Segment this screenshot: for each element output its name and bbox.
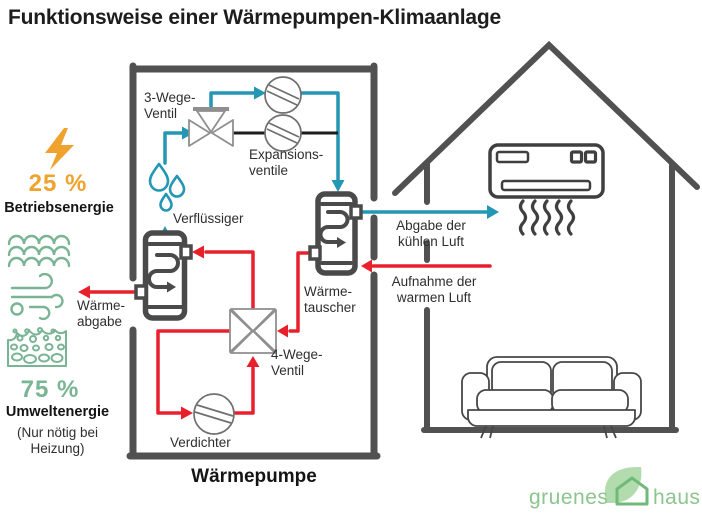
droplets-icon: [148, 162, 186, 212]
house-logo-icon: [615, 476, 649, 506]
cool-air-label: Abgabe der kühlen Luft: [396, 218, 466, 250]
wind-icon: [10, 272, 64, 321]
heat-pump-box: [126, 62, 381, 460]
coil-icon: [318, 210, 350, 244]
expansion-valves-symbol: [264, 76, 302, 152]
environment-energy-label: Umweltenergie: [5, 404, 110, 420]
lightning-icon: [45, 128, 74, 170]
ac-unit-icon: [488, 143, 605, 199]
heat-exchanger-label: Wärme- tauscher: [304, 284, 356, 316]
four-way-valve-label: 4-Wege- Ventil: [271, 347, 323, 379]
condenser-label: Verflüssiger: [173, 211, 244, 226]
waves-icon: [7, 234, 71, 268]
tank-notch: [134, 284, 148, 300]
page-title: Funktionsweise einer Wärmepumpen-Klimaan…: [8, 6, 501, 29]
operating-energy-percent: 25 %: [28, 170, 88, 197]
expansion-valves-label: Expansions- ventile: [249, 147, 324, 179]
heat-pump-title: Wärmepumpe: [191, 466, 317, 487]
soil-icon: [7, 327, 67, 367]
tank-notch: [308, 245, 322, 261]
environment-energy-note-line2: Heizung): [30, 441, 85, 457]
cold-circuit-pipes: [163, 91, 489, 252]
warm-circuit-pipes: [88, 250, 492, 415]
warm-circuit-arrowheads: [78, 245, 372, 420]
coil-icon: [147, 253, 180, 289]
tank-notch: [349, 204, 363, 220]
three-way-valve-label: 3-Wege- Ventil: [144, 90, 196, 122]
house-outline: [392, 40, 700, 433]
tank-notch: [179, 244, 193, 260]
logo-text-gruenes: gruenes: [529, 486, 609, 509]
heat-exchanger-tank: [308, 191, 363, 276]
environment-energy-percent: 75 %: [20, 376, 80, 403]
environment-energy-note-line1: (Nur nötig bei: [16, 425, 99, 440]
heat-output-label: Wärme- abgabe: [77, 298, 125, 330]
compressor-label: Verdichter: [170, 435, 231, 450]
warm-air-label: Aufnahme der warmen Luft: [391, 274, 477, 306]
three-way-valve-symbol: [188, 107, 234, 147]
operating-energy-label: Betriebsenergie: [4, 200, 114, 216]
compressor-symbol: [193, 393, 235, 435]
condenser-tank: [134, 230, 193, 321]
environment-energy-note: (Nur nötig bei Heizung): [0, 425, 115, 457]
four-way-valve-symbol: [229, 308, 277, 354]
sofa-icon: [461, 356, 642, 439]
logo-text-haus: haus: [653, 486, 701, 509]
air-flow-icon: [518, 199, 576, 236]
logo-icon: [604, 466, 649, 506]
